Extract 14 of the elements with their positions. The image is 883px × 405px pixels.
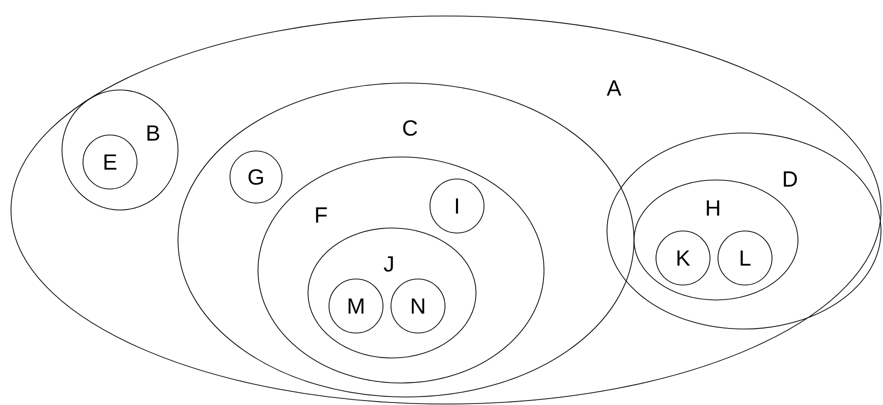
set-label: A	[606, 80, 622, 96]
set-label: B	[147, 125, 160, 141]
set-label: H	[706, 200, 720, 216]
set-label: G	[248, 169, 263, 185]
set-label: N	[412, 298, 424, 314]
set-label: D	[784, 171, 797, 187]
set-label: E	[104, 154, 116, 170]
set-label: I	[456, 198, 458, 214]
set-label: K	[677, 250, 690, 266]
set-label: M	[348, 298, 364, 314]
set-label: L	[740, 250, 750, 266]
set-label: J	[384, 256, 393, 272]
set-label: C	[403, 120, 418, 136]
set-label: F	[316, 207, 327, 223]
